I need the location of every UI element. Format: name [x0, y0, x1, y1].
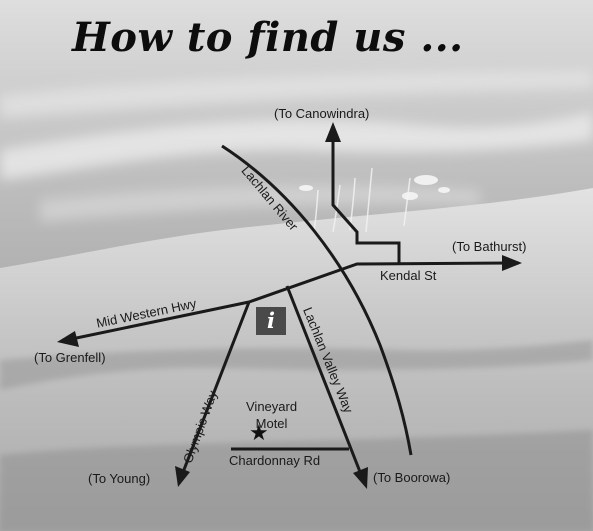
label-chardonnay-rd: Chardonnay Rd [229, 453, 321, 468]
place-name-line-2: Motel [255, 416, 288, 431]
label-to-grenfell: (To Grenfell) [34, 350, 106, 365]
kendal-st-line [248, 261, 520, 304]
grass-texture [0, 340, 593, 531]
arrow-boorowa-icon [353, 467, 368, 489]
arrow-bathurst-icon [502, 255, 522, 271]
arrow-grenfell-icon [57, 331, 79, 347]
label-to-boorowa: (To Boorowa) [373, 470, 451, 485]
mid-western-hwy-line [61, 300, 250, 343]
cloud-streaks [0, 70, 593, 222]
label-to-young: (To Young) [88, 471, 151, 486]
olympic-way-line [178, 301, 251, 481]
page-title: How to find us ... [72, 14, 464, 61]
label-kendal-st: Kendal St [380, 268, 437, 283]
label-to-bathurst: (To Bathurst) [452, 239, 527, 254]
arrow-canowindra-icon [325, 122, 341, 142]
roads [61, 130, 520, 483]
label-to-canowindra: (To Canowindra) [274, 106, 370, 121]
lachlan-river-line [221, 144, 413, 456]
info-icon: i [256, 307, 286, 335]
lachlan-valley-way-line [285, 285, 366, 483]
flower-heads [299, 175, 450, 200]
canowindra-road-line [331, 130, 401, 264]
road-arrows [57, 122, 522, 489]
star-icon: ★ [249, 420, 269, 445]
arrow-young-icon [175, 466, 190, 487]
place-name-line-1: Vineyard [246, 399, 298, 414]
vineyard-motel-label: Vineyard Motel [246, 398, 297, 432]
